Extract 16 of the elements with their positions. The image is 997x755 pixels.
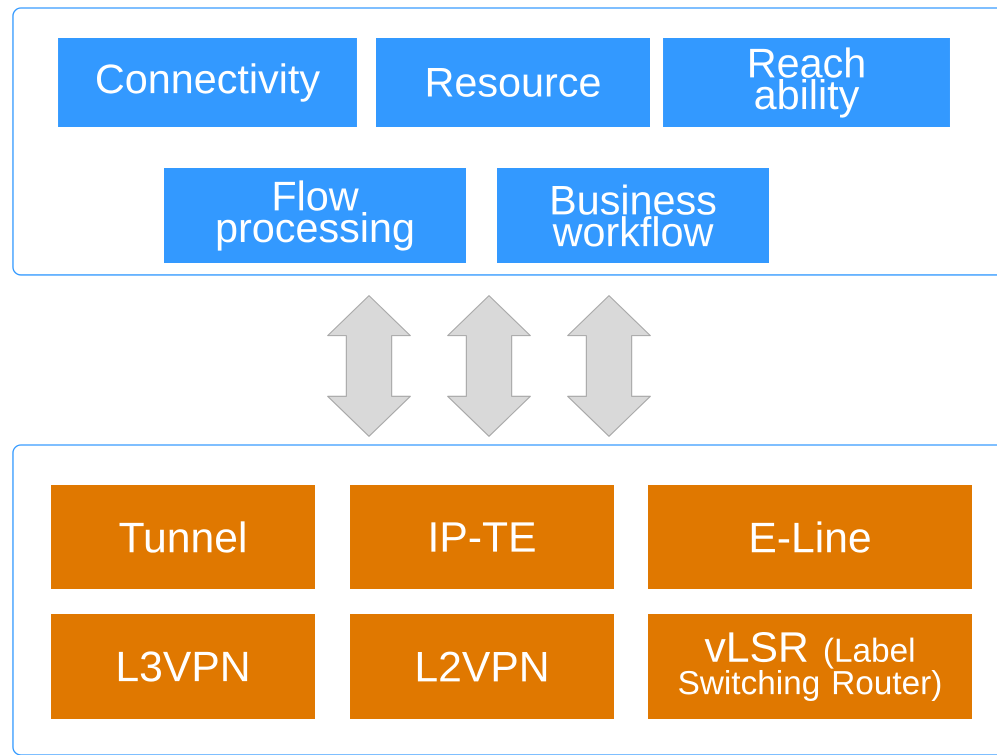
- panel: [12, 7, 997, 276]
- double-arrow: [327, 295, 411, 437]
- function-box: Flow processing: [164, 168, 466, 263]
- double-arrow: [447, 295, 531, 437]
- panel: [12, 444, 997, 755]
- function-box: Resource: [376, 38, 650, 128]
- module-box: E-Line: [648, 484, 972, 589]
- double-arrow: [567, 295, 651, 437]
- module-box: L3VPN: [51, 614, 315, 720]
- function-box: Connectivity: [58, 38, 357, 128]
- function-box: Reach ability: [663, 38, 950, 128]
- function-box: Business workflow: [497, 168, 769, 263]
- module-box: Tunnel: [51, 484, 315, 589]
- module-box: vLSR (Label Switching Router): [648, 614, 972, 720]
- module-box: IP-TE: [350, 484, 614, 589]
- module-box: L2VPN: [350, 614, 614, 720]
